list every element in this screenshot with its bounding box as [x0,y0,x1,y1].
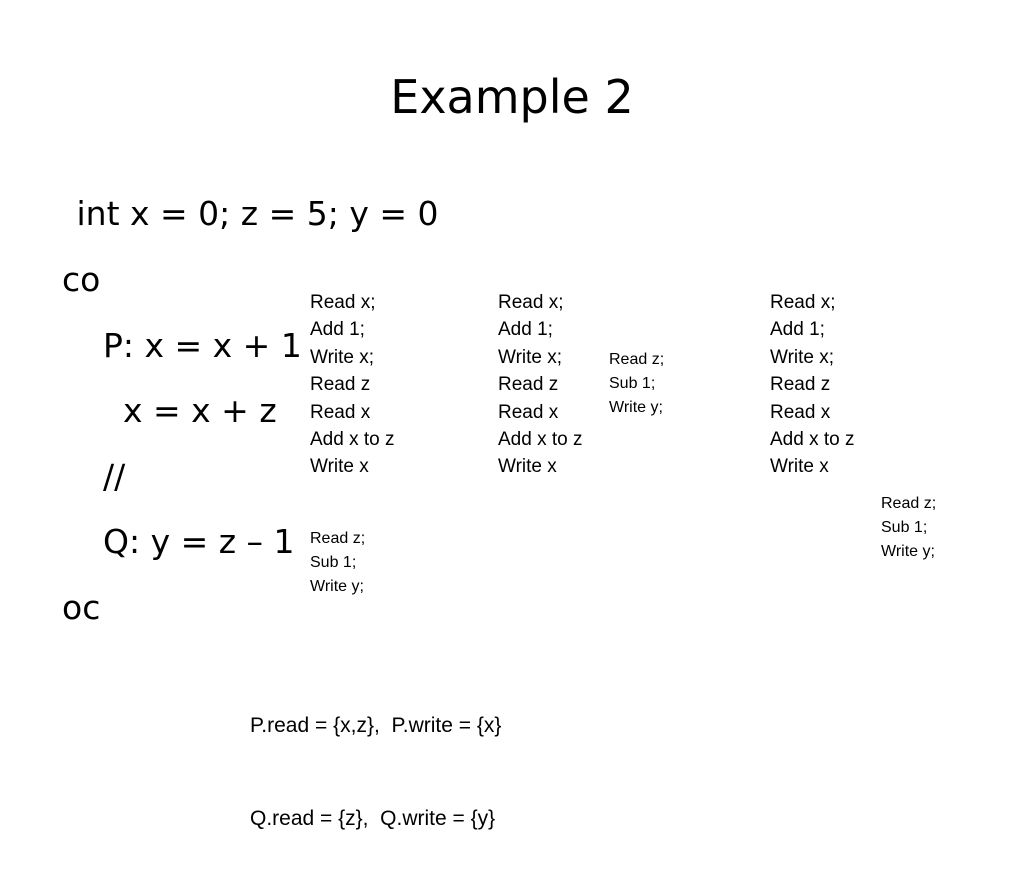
q-read-write-set: Q.read = {z}, Q.write = {y} [250,807,496,830]
step: Read z; [310,530,366,547]
read-write-sets: P.read = {x,z}, P.write = {x} Q.read = {… [250,648,501,896]
step: Write x; [770,346,835,368]
co-keyword: co [62,260,101,299]
step: Read x; [770,292,836,313]
step: Add x to z [770,429,855,451]
step: Read x; [310,292,376,313]
step: Read z; [881,495,937,512]
step: Sub 1; [881,519,928,536]
interleaving-2-p-steps: Read x; Add 1; Write x; Read z Read x Ad… [498,289,583,481]
step: Write x [770,456,829,478]
step: Write y; [881,543,935,560]
interleaving-2-q-steps: Read z; Sub 1; Write y; [609,348,664,420]
parallel-separator: // [103,457,126,496]
interleaving-1-q-steps: Read z; Sub 1; Write y; [310,527,365,599]
step: Write y; [310,578,364,595]
step: Write x [498,456,557,478]
declaration-line: int x = 0; z = 5; y = 0 [66,194,439,233]
step: Read x [770,401,831,423]
step: Write x; [498,346,563,368]
step: Add x to z [310,429,395,451]
step: Add 1; [310,319,365,341]
step: Add 1; [770,319,825,341]
slide-title: Example 2 [390,70,634,124]
step: Write x; [310,346,375,368]
p-read-write-set: P.read = {x,z}, P.write = {x} [250,714,502,737]
step: Read x [310,401,371,423]
interleaving-3-p-steps: Read x; Add 1; Write x; Read z Read x Ad… [770,289,855,481]
q-statement: Q: y = z – 1 [103,522,295,561]
p-statement: P: x = x + 1 [103,326,302,365]
oc-keyword: oc [62,588,101,627]
step: Read z [770,374,831,396]
step: Read x [498,401,559,423]
step: Read z [310,374,371,396]
interleaving-1-p-steps: Read x; Add 1; Write x; Read z Read x Ad… [310,289,395,481]
step: Write y; [609,399,663,416]
step: Write x [310,456,369,478]
interleaving-3-q-steps: Read z; Sub 1; Write y; [881,492,936,564]
step: Add x to z [498,429,583,451]
step: Read x; [498,292,564,313]
p-statement-continued: x = x + z [123,391,277,430]
step: Read z; [609,351,665,368]
step: Sub 1; [609,375,656,392]
step: Add 1; [498,319,553,341]
step: Sub 1; [310,554,357,571]
step: Read z [498,374,559,396]
